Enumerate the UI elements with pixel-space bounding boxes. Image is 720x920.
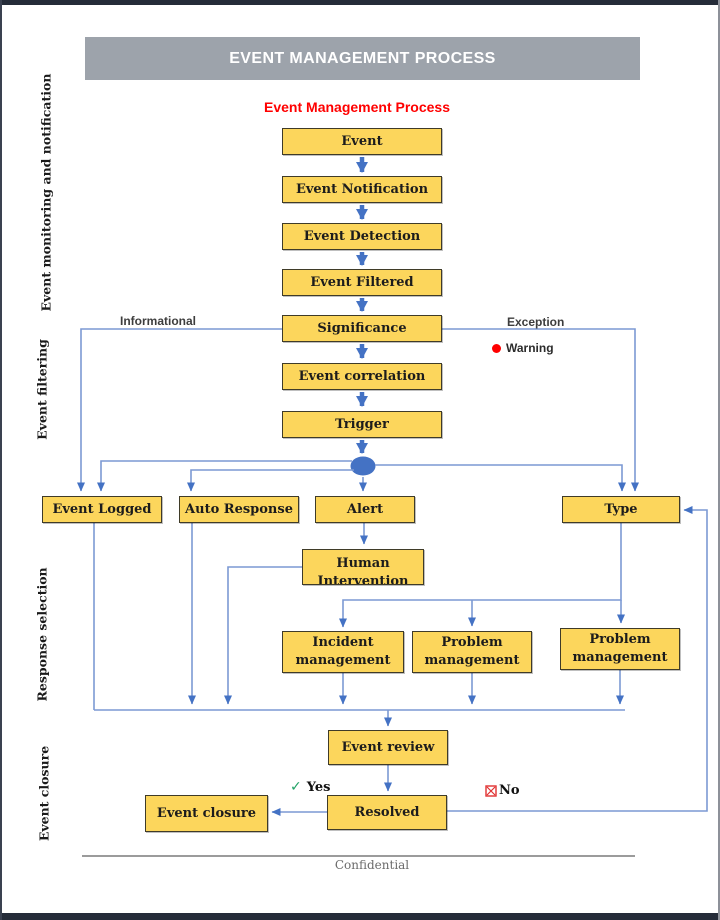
- label-exception: Exception: [507, 315, 565, 329]
- no-cross-icon: [485, 784, 497, 797]
- node-incident-management: Incident management: [282, 631, 404, 673]
- phase-label-monitoring: Event monitoring and notification: [38, 73, 54, 312]
- node-significance: Significance: [282, 315, 442, 342]
- phase-label-closure: Event closure: [36, 745, 52, 842]
- node-problem-management-2: Problem management: [560, 628, 680, 670]
- node-type: Type: [562, 496, 680, 523]
- node-event-filtered: Event Filtered: [282, 269, 442, 296]
- node-event-review: Event review: [328, 730, 448, 765]
- footer-confidential: Confidential: [334, 858, 410, 872]
- wire-junction-to-type: [375, 464, 626, 492]
- node-human-intervention: Human Intervention: [302, 549, 424, 585]
- warning-dot-icon: [492, 344, 501, 353]
- node-resolved: Resolved: [327, 795, 447, 830]
- wire-junction-to-event-logged: [97, 460, 352, 492]
- label-no: No: [485, 783, 520, 798]
- phase-label-response-selection: Response selection: [34, 567, 50, 702]
- label-yes: ✓ Yes: [290, 779, 331, 795]
- wire-human-down: [224, 566, 302, 705]
- top-frame-bar: [2, 0, 718, 5]
- junction-dot: [350, 456, 376, 476]
- label-warning: Warning: [506, 341, 554, 355]
- label-informational: Informational: [120, 314, 197, 328]
- node-event-closure: Event closure: [145, 795, 268, 832]
- bottom-frame-bar: [2, 913, 718, 920]
- node-alert: Alert: [315, 496, 415, 523]
- wire-exception: [442, 328, 639, 492]
- node-auto-response: Auto Response: [179, 496, 299, 523]
- node-event-correlation: Event correlation: [282, 363, 442, 390]
- wire-resolved-no-loop: [447, 506, 708, 812]
- wire-junction-to-auto-response: [187, 469, 354, 492]
- phase-label-filtering: Event filtering: [34, 339, 50, 440]
- wire-type-to-incident: [339, 523, 622, 628]
- footer-divider: [82, 855, 635, 857]
- node-event-detection: Event Detection: [282, 223, 442, 250]
- title-banner: EVENT MANAGEMENT PROCESS: [85, 37, 640, 80]
- node-problem-management-1: Problem management: [412, 631, 532, 673]
- node-event-logged: Event Logged: [42, 496, 162, 523]
- node-trigger: Trigger: [282, 411, 442, 438]
- node-event: Event: [282, 128, 442, 155]
- wire-informational: [77, 328, 282, 492]
- node-event-notification: Event Notification: [282, 176, 442, 203]
- diagram-subtitle: Event Management Process: [264, 99, 450, 115]
- yes-check-icon: ✓: [290, 779, 302, 795]
